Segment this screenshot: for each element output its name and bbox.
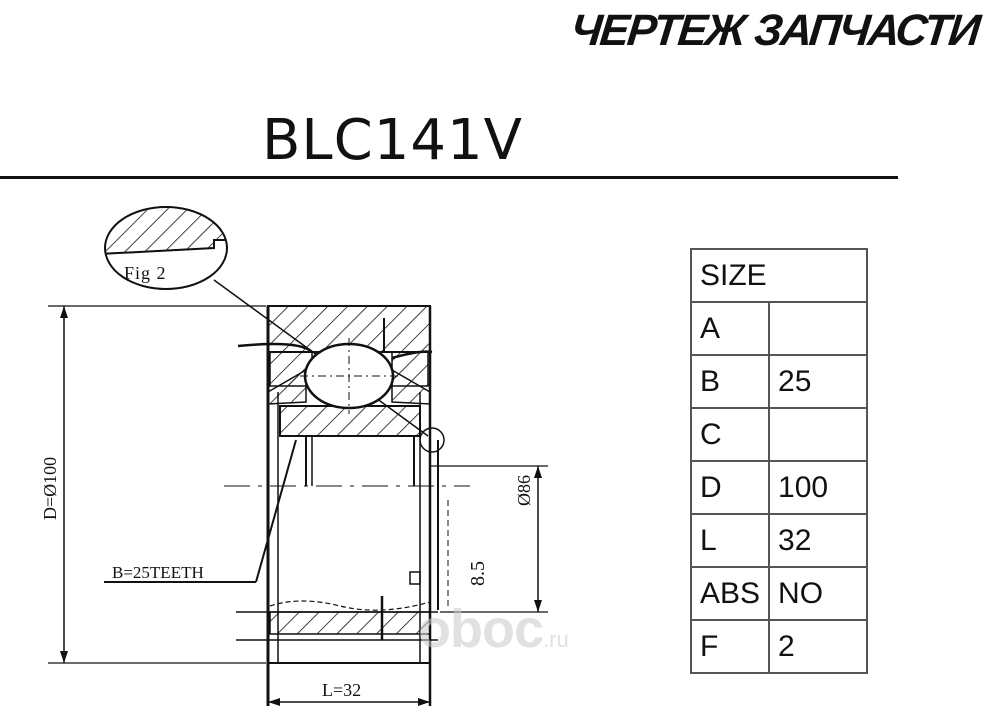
spline-label: B=25TEETH — [112, 563, 204, 582]
size-value: 2 — [768, 619, 869, 674]
size-key: A — [689, 301, 771, 356]
detail-circle — [419, 427, 445, 453]
length-dimension: L=32 — [268, 680, 430, 706]
size-value: 25 — [768, 354, 869, 409]
size-key: ABS — [689, 566, 771, 621]
size-row: C — [689, 407, 869, 462]
size-row: F 2 — [689, 619, 869, 674]
part-number: BLC141V — [262, 108, 523, 173]
size-key: B — [689, 354, 771, 409]
detail-callout: Fig 2 — [104, 206, 445, 453]
size-value — [768, 301, 869, 356]
bearing-section — [224, 305, 470, 706]
spline-callout: B=25TEETH — [104, 439, 297, 583]
header-title: ЧЕРТЕЖ ЗАПЧАСТИ — [568, 6, 981, 55]
size-row: D 100 — [689, 460, 869, 515]
size-row: L 32 — [689, 513, 869, 568]
inner-diameter-dimension: Ø86 — [430, 465, 548, 613]
size-row: ABS NO — [689, 566, 869, 621]
outer-diameter-dimension: D=Ø100 — [40, 305, 266, 664]
size-key: C — [689, 407, 771, 462]
size-table-title: SIZE — [689, 248, 869, 303]
watermark: oboc.ru — [418, 599, 569, 659]
size-value: NO — [768, 566, 869, 621]
title-rule — [0, 176, 898, 179]
length-label: L=32 — [322, 680, 361, 700]
size-key: D — [689, 460, 771, 515]
depth-dimension: 8.5 — [447, 500, 489, 610]
size-table: SIZE A B 25 C D 100 L 32 ABS NO F 2 — [689, 248, 869, 674]
size-row: B 25 — [689, 354, 869, 409]
inner-diameter-label: Ø86 — [514, 475, 534, 506]
size-value — [768, 407, 869, 462]
depth-label: 8.5 — [467, 561, 489, 586]
technical-drawing: Fig 2 D=Ø100 — [40, 206, 548, 706]
outer-diameter-label: D=Ø100 — [40, 457, 60, 520]
size-table-header: SIZE — [689, 248, 869, 303]
size-value: 100 — [768, 460, 869, 515]
fig-label: Fig 2 — [124, 263, 167, 283]
size-value: 32 — [768, 513, 869, 568]
size-key: L — [689, 513, 771, 568]
size-key: F — [689, 619, 771, 674]
size-row: A — [689, 301, 869, 356]
